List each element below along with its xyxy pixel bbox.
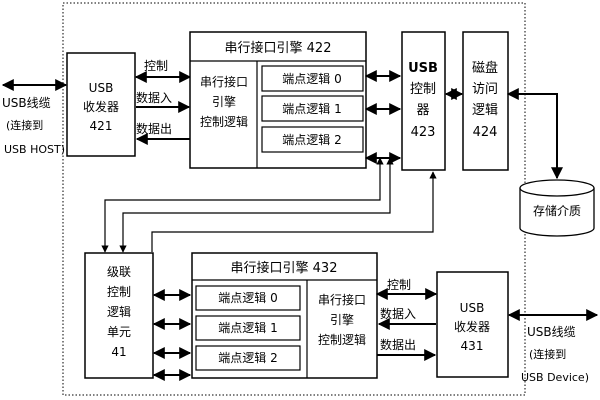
disk-424-line3: 逻辑 [472, 103, 498, 118]
controller-423-line3: 器 [416, 103, 429, 118]
cascade-link-1 [101, 157, 384, 253]
transceiver-421-line2: 收发器 [83, 99, 119, 114]
right-cable-label-2: (连接到 [529, 348, 566, 361]
sie-422-endpoint-0 [261, 65, 364, 92]
sie-432-endpoint-2-label: 端点逻辑 2 [218, 351, 277, 365]
sie-422-endpoint-1 [261, 95, 364, 122]
storage-medium: 存储介质 [519, 179, 595, 237]
controller-423-line2: 控制 [410, 82, 436, 97]
transceiver-421-line1: USB [89, 81, 114, 95]
sie-422-endpoint-2-label: 端点逻辑 2 [282, 133, 341, 147]
sie-422-endpoint-1-label: 端点逻辑 1 [282, 102, 341, 116]
left-cable-label-1: USB线缆 [2, 96, 51, 110]
sie-432-ctrl-1: 串行接口 [318, 292, 366, 307]
cascade-41-line3: 逻辑 [107, 305, 131, 319]
sie-422-endpoint-0-label: 端点逻辑 0 [282, 72, 341, 86]
cascade-link-2 [119, 157, 394, 253]
left-cable-label-3: USB HOST) [4, 143, 65, 156]
cascade-41-line5: 41 [111, 345, 126, 359]
sie-432-endpoint-2 [195, 345, 301, 371]
bottom-control-label: 控制 [387, 278, 411, 292]
sie-422-ctrl-1: 串行接口 [200, 74, 248, 89]
top-data-in-label: 数据入 [136, 90, 172, 105]
controller-423-line4: 423 [411, 125, 436, 140]
cascade-41-line4: 单元 [107, 325, 131, 339]
usb-transceiver-421 [66, 52, 136, 157]
disk-424-line1: 磁盘 [472, 60, 498, 76]
right-cable-label-1: USB线缆 [527, 325, 576, 339]
sie-432-endpoint-1 [195, 315, 301, 341]
sie-432-ctrl-3: 控制逻辑 [318, 333, 366, 347]
bottom-data-out-label: 数据出 [380, 337, 416, 352]
sie-432-endpoint-1-label: 端点逻辑 1 [218, 321, 277, 335]
sie-422-ctrl-2: 引擎 [212, 94, 236, 109]
cascade-41-line2: 控制 [107, 285, 131, 299]
left-cable-label: USB线缆 (连接到 USB HOST) [2, 96, 65, 156]
left-cable-label-2: (连接到 [6, 119, 43, 132]
top-data-out-label: 数据出 [136, 121, 172, 136]
top-control-label: 控制 [144, 59, 168, 73]
sie-432-endpoint-0 [195, 285, 301, 311]
disk-access-logic-424 [462, 31, 509, 171]
right-cable-label: USB线缆 (连接到 USB Device) [521, 325, 589, 384]
sie-432-title: 串行接口引擎 432 [231, 260, 338, 276]
bottom-data-in-label: 数据入 [380, 306, 416, 321]
controller-423-line1: USB [408, 61, 438, 76]
cascade-control-unit-41 [84, 252, 154, 379]
usb-controller-423 [401, 31, 446, 171]
right-cable-label-3: USB Device) [521, 371, 589, 384]
transceiver-431-line2: 收发器 [454, 319, 490, 334]
cascade-41-line1: 级联 [107, 265, 131, 279]
sie-432-ctrl-2: 引擎 [330, 312, 354, 327]
cascade-controller-link [151, 171, 437, 252]
sie-422-endpoint-2 [261, 126, 364, 153]
sie-422-ctrl-3: 控制逻辑 [200, 115, 248, 129]
transceiver-421-line3: 421 [90, 119, 113, 133]
usb-transceiver-431 [436, 271, 509, 378]
transceiver-431-line1: USB [460, 301, 485, 315]
transceiver-431-line3: 431 [461, 339, 484, 353]
storage-label: 存储介质 [533, 203, 581, 218]
disk-424-line4: 424 [473, 125, 498, 140]
disk-storage-arrow [506, 88, 563, 180]
sie-432-endpoint-0-label: 端点逻辑 0 [218, 291, 277, 305]
disk-424-line2: 访问 [472, 82, 498, 97]
sie-422-title: 串行接口引擎 422 [225, 40, 332, 56]
